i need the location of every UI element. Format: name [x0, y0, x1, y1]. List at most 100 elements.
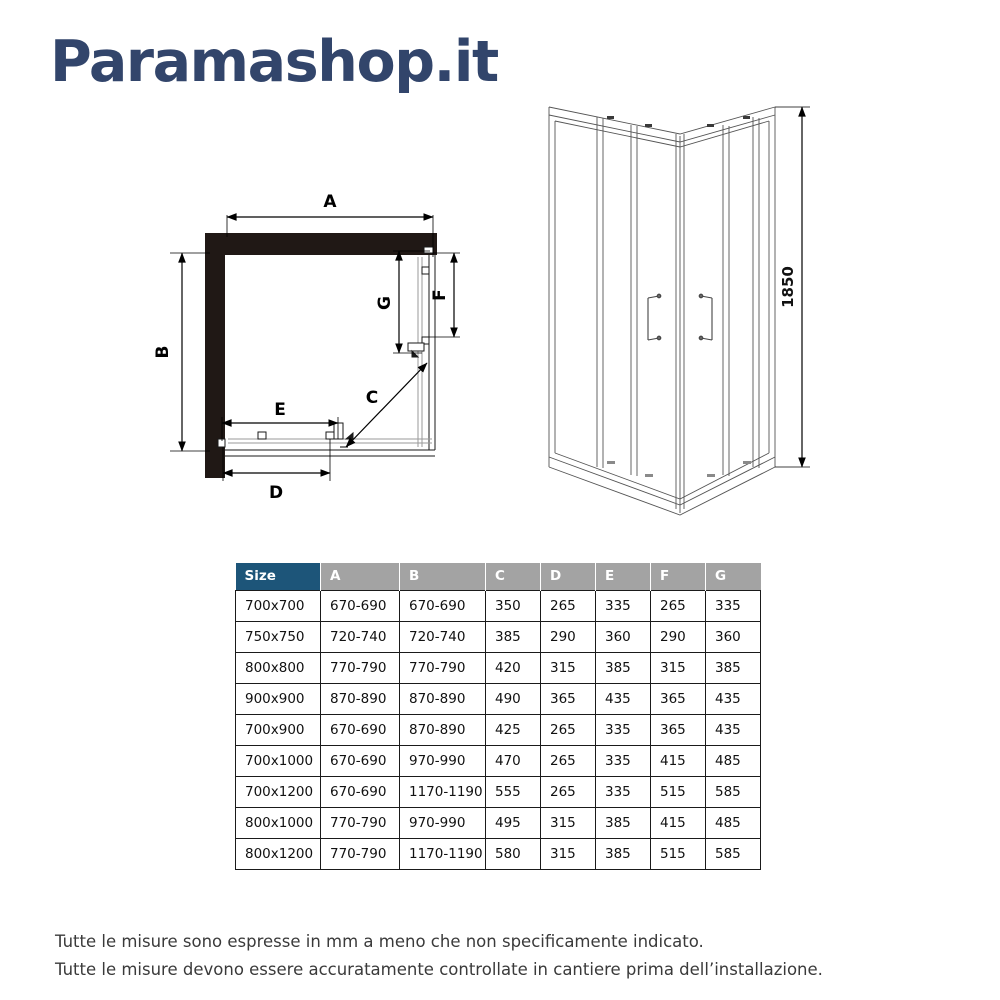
cell-f: 290: [650, 620, 706, 653]
cell-f: 415: [650, 744, 706, 777]
cell-e: 360: [595, 620, 651, 653]
column-header-f[interactable]: F: [650, 563, 706, 590]
cell-b: 970-990: [399, 806, 486, 839]
footer-notes: Tutte le misure sono espresse in mm a me…: [55, 928, 955, 984]
door-handle-right: [698, 293, 713, 341]
cell-size: 800x800: [235, 651, 321, 684]
dimension-b: B: [153, 252, 210, 452]
cell-g: 385: [705, 651, 761, 684]
cell-a: 770-790: [320, 837, 400, 870]
cell-a: 670-690: [320, 713, 400, 746]
cell-b: 770-790: [399, 651, 486, 684]
right-door-panel: [407, 246, 434, 352]
cell-a: 670-690: [320, 744, 400, 777]
cell-e: 385: [595, 651, 651, 684]
column-header-e[interactable]: E: [595, 563, 651, 590]
cell-g: 435: [705, 713, 761, 746]
cell-f: 315: [650, 651, 706, 684]
enclosure-plan-outline: [225, 255, 436, 457]
size-table-container: Size A B C D E F G 700x700 670-690 670-6…: [235, 563, 761, 870]
column-header-size[interactable]: Size: [235, 563, 321, 590]
footer-note-line-1: Tutte le misure sono espresse in mm a me…: [55, 932, 704, 951]
dimension-height-1850: 1850: [775, 106, 810, 468]
table-row[interactable]: 700x1000 670-690 970-990 470 265 335 415…: [235, 744, 761, 777]
bottom-guides: [607, 461, 751, 477]
table-row[interactable]: 900x900 870-890 870-890 490 365 435 365 …: [235, 682, 761, 715]
table-row[interactable]: 750x750 720-740 720-740 385 290 360 290 …: [235, 620, 761, 653]
table-header-row: Size A B C D E F G: [235, 563, 761, 590]
cell-d: 265: [540, 775, 596, 808]
cell-size: 700x1000: [235, 744, 321, 777]
dimension-e: E: [221, 400, 339, 441]
footer-note-line-2: Tutte le misure devono essere accuratame…: [55, 960, 823, 979]
cell-e: 335: [595, 589, 651, 622]
cell-g: 485: [705, 806, 761, 839]
cell-b: 1170-1190: [399, 775, 486, 808]
opening-direction-marks: [344, 349, 420, 440]
column-header-d[interactable]: D: [540, 563, 596, 590]
cell-size: 700x900: [235, 713, 321, 746]
column-header-a[interactable]: A: [320, 563, 400, 590]
cell-size: 700x700: [235, 589, 321, 622]
cell-c: 555: [485, 775, 541, 808]
dimension-g-label: G: [375, 296, 395, 310]
cell-c: 470: [485, 744, 541, 777]
cell-d: 365: [540, 682, 596, 715]
cell-f: 515: [650, 837, 706, 870]
cell-a: 870-890: [320, 682, 400, 715]
cell-size: 800x1200: [235, 837, 321, 870]
dimension-height-label: 1850: [779, 266, 797, 308]
cell-f: 365: [650, 713, 706, 746]
cell-d: 265: [540, 713, 596, 746]
dimension-d: D: [222, 439, 331, 503]
cell-e: 435: [595, 682, 651, 715]
roller-fittings: [607, 116, 750, 127]
column-header-g[interactable]: G: [705, 563, 761, 590]
table-row[interactable]: 700x900 670-690 870-890 425 265 335 365 …: [235, 713, 761, 746]
cell-c: 420: [485, 651, 541, 684]
cell-c: 495: [485, 806, 541, 839]
door-handle-left: [647, 293, 662, 341]
cell-a: 770-790: [320, 806, 400, 839]
table-body: 700x700 670-690 670-690 350 265 335 265 …: [235, 589, 761, 870]
cell-b: 970-990: [399, 744, 486, 777]
cell-c: 490: [485, 682, 541, 715]
cell-size: 750x750: [235, 620, 321, 653]
cell-f: 515: [650, 775, 706, 808]
enclosure-iso-body: [548, 106, 776, 516]
cell-d: 265: [540, 589, 596, 622]
cell-a: 670-690: [320, 589, 400, 622]
column-header-c[interactable]: C: [485, 563, 541, 590]
table-row[interactable]: 800x1000 770-790 970-990 495 315 385 415…: [235, 806, 761, 839]
cell-size: 800x1000: [235, 806, 321, 839]
table-row[interactable]: 800x1200 770-790 1170-1190 580 315 385 5…: [235, 837, 761, 870]
column-header-b[interactable]: B: [399, 563, 486, 590]
cell-c: 580: [485, 837, 541, 870]
dimension-f-label: F: [430, 289, 450, 301]
table-row[interactable]: 700x700 670-690 670-690 350 265 335 265 …: [235, 589, 761, 622]
dimension-b-label: B: [153, 346, 173, 359]
cell-f: 415: [650, 806, 706, 839]
cell-d: 315: [540, 837, 596, 870]
dimension-c-label: C: [366, 388, 378, 408]
cell-g: 435: [705, 682, 761, 715]
cell-size: 900x900: [235, 682, 321, 715]
cell-d: 290: [540, 620, 596, 653]
cell-g: 360: [705, 620, 761, 653]
cell-g: 585: [705, 837, 761, 870]
dimension-f: F: [429, 252, 460, 338]
table-row[interactable]: 700x1200 670-690 1170-1190 555 265 335 5…: [235, 775, 761, 808]
cell-b: 720-740: [399, 620, 486, 653]
cell-e: 385: [595, 806, 651, 839]
brand-logo: Paramashop.it: [50, 29, 499, 95]
dimension-c: C: [340, 362, 428, 448]
cell-b: 870-890: [399, 713, 486, 746]
cell-b: 870-890: [399, 682, 486, 715]
cell-e: 385: [595, 837, 651, 870]
cell-a: 670-690: [320, 775, 400, 808]
dimension-a-label: A: [323, 192, 337, 212]
cell-e: 335: [595, 713, 651, 746]
table-row[interactable]: 800x800 770-790 770-790 420 315 385 315 …: [235, 651, 761, 684]
iso-view-drawing: 1850: [548, 106, 810, 516]
